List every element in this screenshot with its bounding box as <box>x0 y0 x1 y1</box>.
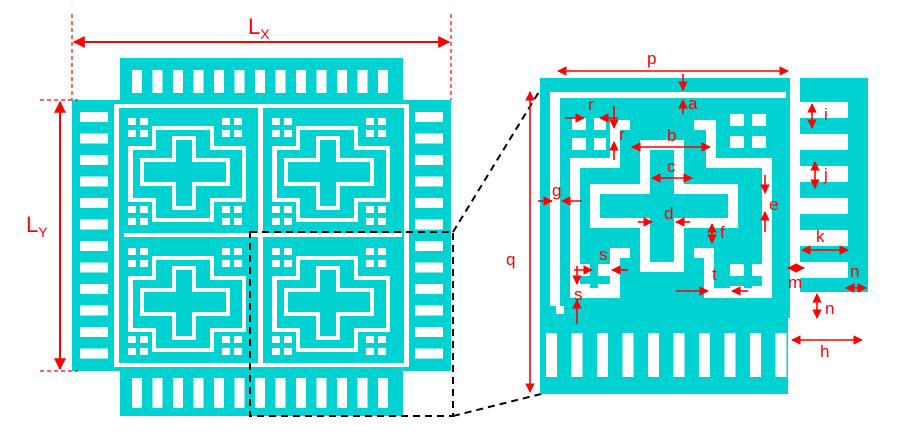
right-labels: p q a b c d e f g h i j k m n n r r s s … <box>506 49 859 361</box>
label-g: g <box>552 181 561 200</box>
label-k: k <box>816 227 825 246</box>
right-dimensions <box>525 66 867 393</box>
zoom-rectangle <box>249 231 454 417</box>
label-a: a <box>688 94 698 113</box>
label-r-side: r <box>619 125 625 144</box>
zoom-line-top <box>452 81 546 233</box>
label-e: e <box>769 195 778 214</box>
label-n-bottom: n <box>825 299 834 318</box>
label-d: d <box>664 204 673 223</box>
unit-cell-full-view <box>72 58 451 416</box>
label-i: i <box>824 105 828 124</box>
zoom-line-bottom <box>452 392 546 417</box>
label-s-top: s <box>599 245 608 264</box>
label-p: p <box>647 49 656 68</box>
left-dimensions: LX LY <box>26 14 452 372</box>
label-r-top: r <box>588 95 594 114</box>
label-s-side: s <box>574 285 583 304</box>
label-f: f <box>720 223 725 242</box>
label-h: h <box>820 342 829 361</box>
label-b: b <box>667 126 676 145</box>
label-j: j <box>823 165 828 184</box>
label-q: q <box>506 250 515 269</box>
label-c: c <box>667 157 676 176</box>
label-n-top: n <box>850 262 859 281</box>
ly-label: LY <box>26 212 48 240</box>
lx-label: LX <box>248 14 270 42</box>
label-m: m <box>788 273 802 292</box>
label-t: t <box>712 265 717 284</box>
